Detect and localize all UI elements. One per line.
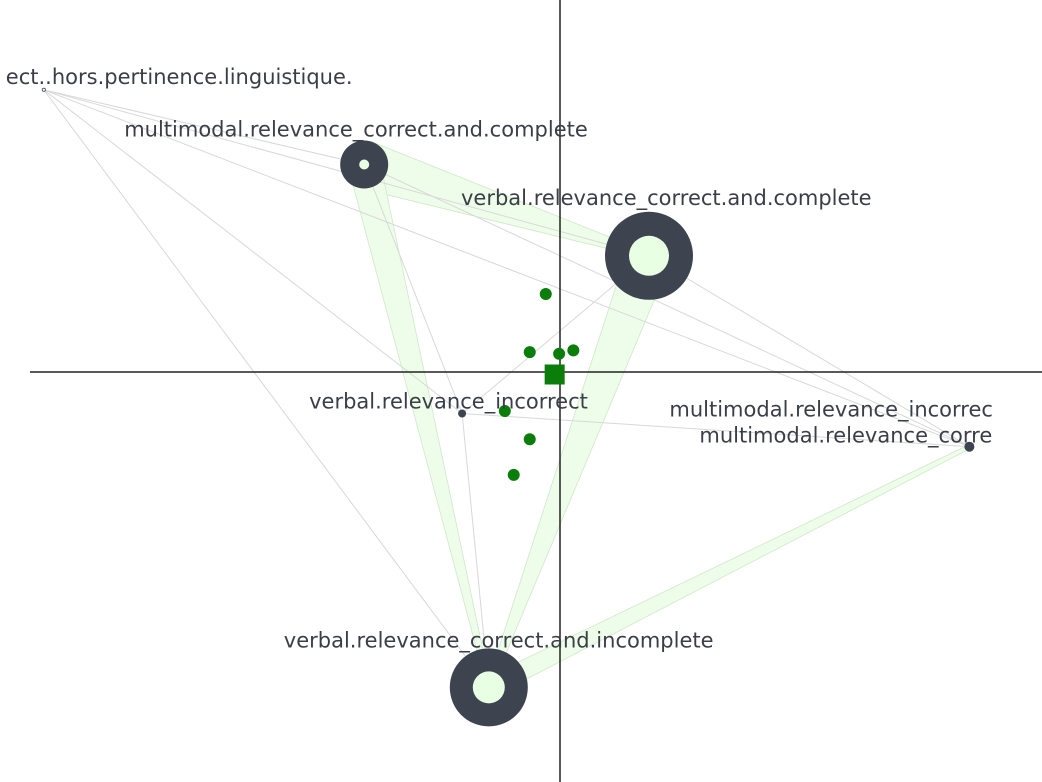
node-label-n6: multimodal.relevance_corre (699, 424, 992, 449)
node-label-n4: verbal.relevance_incorrect (309, 390, 588, 415)
node-label-n2: multimodal.relevance_correct.and.complet… (124, 118, 588, 143)
edge-line-n1-n6 (43, 89, 970, 448)
nodes-layer (41, 87, 975, 727)
node-label-n1: ect..hors.pertinence.linguistique. (6, 65, 353, 89)
edge-line-n1-n4 (43, 89, 463, 414)
data-point-5 (498, 405, 511, 418)
node-label-n5: multimodal.relevance_incorrec (669, 398, 993, 423)
edge-line-n4-n7 (461, 413, 490, 688)
node-label-n7: verbal.relevance_correct.and.incomplete (284, 628, 714, 653)
points-layer (498, 287, 580, 481)
data-point-7 (507, 468, 520, 481)
node-core-n1 (42, 88, 45, 92)
edge-line-n1-n7 (43, 89, 490, 688)
data-point-1 (539, 287, 552, 300)
data-point-3 (553, 347, 566, 360)
node-label-n3: verbal.relevance_correct.and.complete (461, 186, 872, 211)
edge-line-n2-n6 (363, 164, 970, 448)
centroid-square-point (544, 364, 565, 385)
edge-line-n4-n6 (462, 413, 970, 448)
node-core-n2 (359, 159, 370, 170)
node-n4 (458, 409, 467, 418)
labels-layer: ect..hors.pertinence.linguistique. multim… (6, 65, 993, 654)
edge-line-n1-n2 (43, 89, 365, 165)
node-n6 (964, 441, 975, 452)
data-point-4 (567, 344, 580, 357)
data-point-2 (523, 346, 536, 359)
node-core-n7 (472, 671, 505, 704)
data-point-6 (523, 433, 536, 446)
edge-line-n3-n6 (648, 255, 970, 448)
node-core-n3 (629, 235, 669, 276)
